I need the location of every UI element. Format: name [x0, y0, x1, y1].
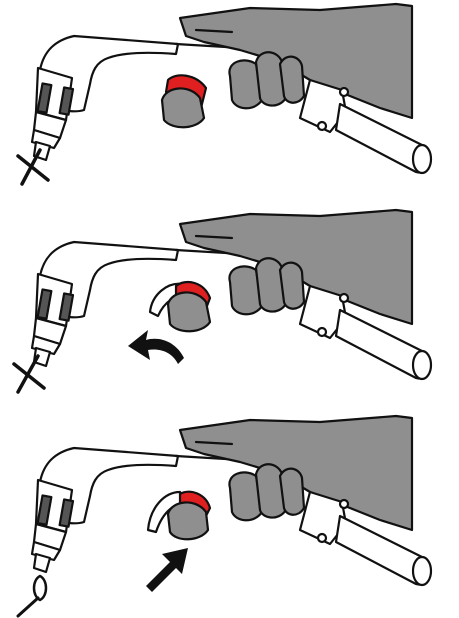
- index-finger: [162, 88, 204, 127]
- step-1-illustration: [0, 0, 459, 206]
- glove-finger-3: [280, 469, 304, 515]
- arc-on-icon: [18, 576, 46, 616]
- curved-arrow-icon: [128, 330, 184, 364]
- glove-finger-3: [280, 57, 304, 103]
- step-2-panel: [0, 206, 459, 412]
- step-1-panel: [0, 0, 459, 206]
- index-finger: [168, 292, 210, 331]
- glove-finger-3: [280, 263, 304, 309]
- step-3-panel: [0, 412, 459, 618]
- straight-arrow-icon: [146, 548, 188, 592]
- step-3-illustration: [0, 412, 459, 618]
- step-2-illustration: [0, 206, 459, 412]
- index-finger: [168, 502, 208, 539]
